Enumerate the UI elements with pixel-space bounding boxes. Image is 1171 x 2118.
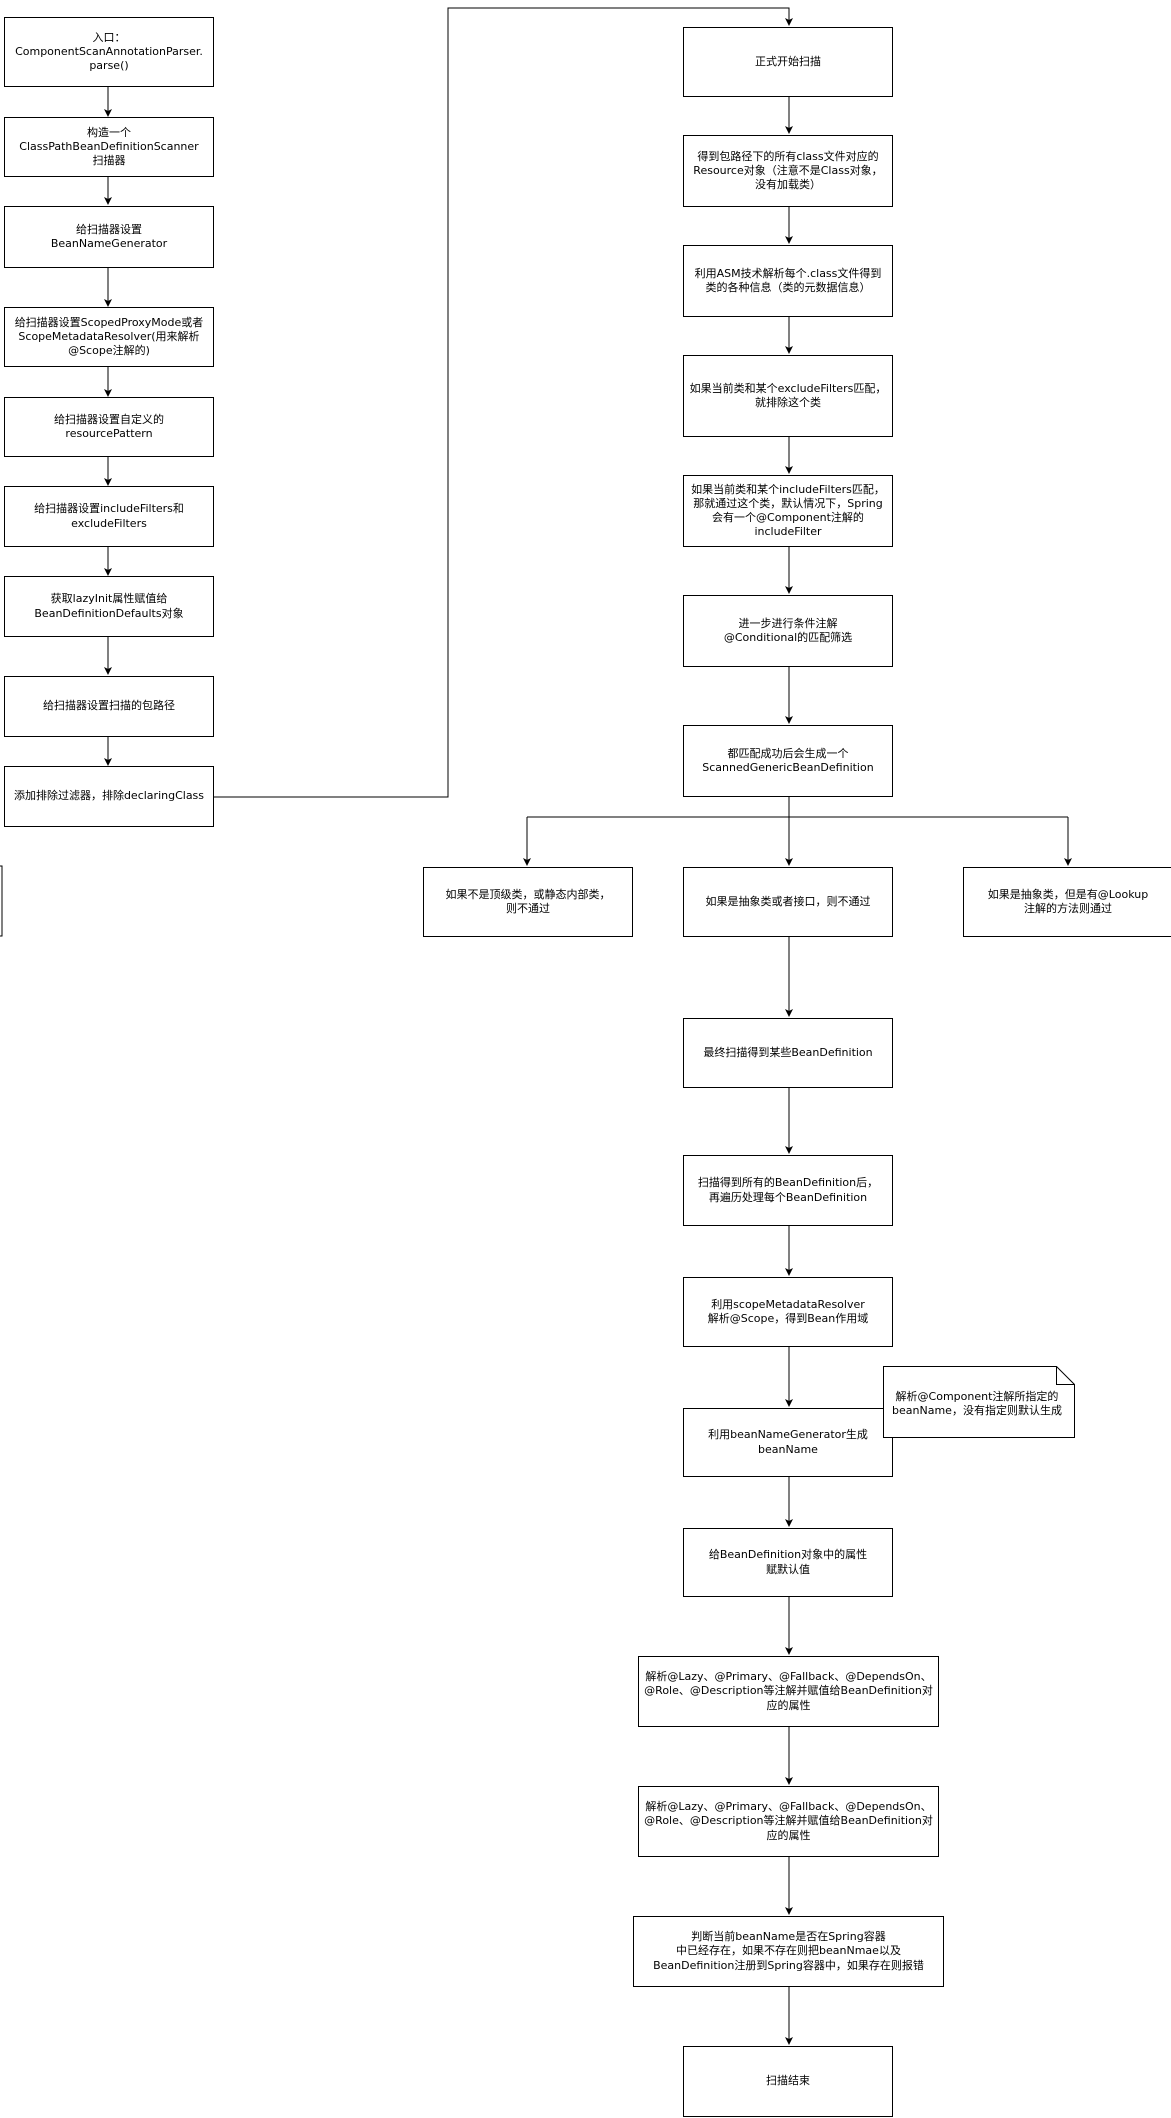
note-shape [883,1366,1075,1438]
scanned-bean-definition-node: 都匹配成功后会生成一个 ScannedGenericBeanDefinition [683,725,893,797]
arrow-left-to-main [212,7,793,798]
parse-common-annotations-node-2: 解析@Lazy、@Primary、@Fallback、@DependsOn、 @… [638,1786,939,1857]
start-scan-node: 正式开始扫描 [683,27,893,97]
branch-top-level-class-node: 如果不是顶级类，或静态内部类， 则不通过 [423,867,633,937]
set-scope-resolver-node: 给扫描器设置ScopedProxyMode或者 ScopeMetadataRes… [4,307,214,367]
set-base-packages-node: 给扫描器设置扫描的包路径 [4,676,214,737]
default-values-node: 给BeanDefinition对象中的属性 赋默认值 [683,1528,893,1597]
include-filter-match-node: 如果当前类和某个includeFilters匹配， 那就通过这个类，默认情况下，… [683,475,893,547]
exclude-filter-match-node: 如果当前类和某个excludeFilters匹配， 就排除这个类 [683,355,893,437]
final-bean-definitions-node: 最终扫描得到某些BeanDefinition [683,1018,893,1088]
generate-bean-name-node: 利用beanNameGenerator生成 beanName [683,1408,893,1477]
conditional-match-node: 进一步进行条件注解 @Conditional的匹配筛选 [683,595,893,667]
add-exclude-filter-node: 添加排除过滤器，排除declaringClass [4,766,214,827]
lazy-init-node: 获取lazyInit属性赋值给 BeanDefinitionDefaults对象 [4,576,214,637]
iterate-bean-definitions-node: 扫描得到所有的BeanDefinition后， 再遍历处理每个BeanDefin… [683,1155,893,1226]
set-resource-pattern-node: 给扫描器设置自定义的 resourcePattern [4,397,214,457]
get-resources-node: 得到包路径下的所有class文件对应的 Resource对象（注意不是Class… [683,135,893,207]
bean-name-note: 解析@Component注解所指定的 beanName，没有指定则默认生成 [883,1366,1075,1438]
set-beanname-generator-node: 给扫描器设置 BeanNameGenerator [4,206,214,268]
resolve-scope-node: 利用scopeMetadataResolver 解析@Scope，得到Bean作… [683,1277,893,1347]
scan-end-node: 扫描结束 [683,2046,893,2117]
offscreen-node-edge [0,865,3,937]
entry-node: 入口： ComponentScanAnnotationParser. parse… [4,17,214,87]
register-bean-definition-node: 判断当前beanName是否在Spring容器 中已经存在，如果不存在则把bea… [633,1916,944,1987]
set-filters-node: 给扫描器设置includeFilters和 excludeFilters [4,486,214,547]
branch-abstract-or-interface-node: 如果是抽象类或者接口，则不通过 [683,867,893,937]
note-text: 解析@Component注解所指定的 beanName，没有指定则默认生成 [892,1389,1062,1417]
construct-scanner-node: 构造一个 ClassPathBeanDefinitionScanner 扫描器 [4,117,214,177]
parse-common-annotations-node-1: 解析@Lazy、@Primary、@Fallback、@DependsOn、 @… [638,1656,939,1727]
asm-parse-node: 利用ASM技术解析每个.class文件得到 类的各种信息（类的元数据信息） [683,245,893,317]
branch-lookup-method-node: 如果是抽象类，但是有@Lookup 注解的方法则通过 [963,867,1171,937]
